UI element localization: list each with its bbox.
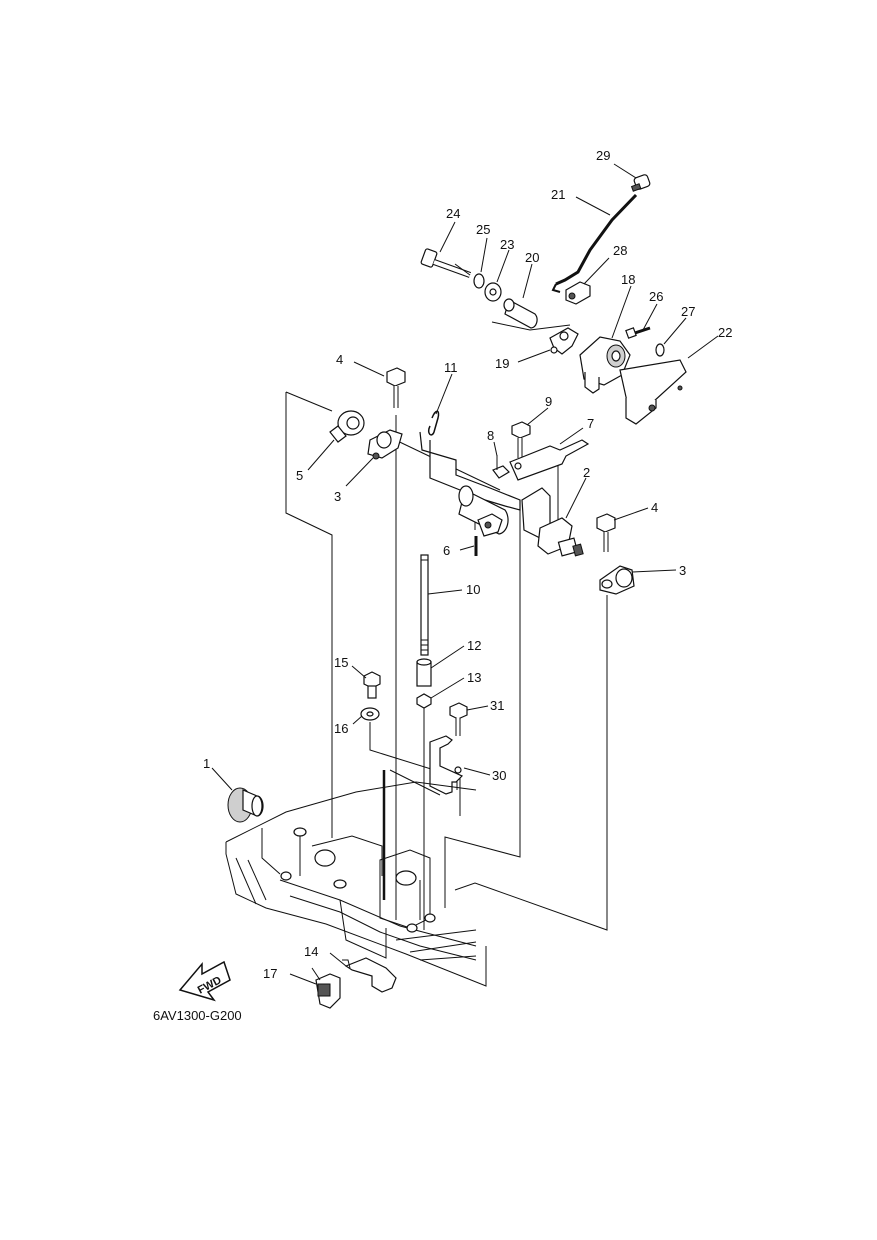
- fwd-arrow-icon: FWD: [178, 960, 231, 1002]
- part-10-stud: [420, 554, 429, 656]
- part-15-bolt: [363, 671, 381, 699]
- part-label-13: 13: [467, 670, 481, 685]
- part-label-4b: 4: [651, 500, 658, 515]
- part-label-23: 23: [500, 237, 514, 252]
- part-9-screw: [511, 421, 531, 458]
- bottom-cowling: [225, 770, 487, 987]
- part-label-9: 9: [545, 394, 552, 409]
- part-label-15: 15: [334, 655, 348, 670]
- part-label-28: 28: [613, 243, 627, 258]
- part-29-cap: [630, 174, 651, 192]
- part-3-bracket-lower: [599, 565, 635, 595]
- part-label-29: 29: [596, 148, 610, 163]
- part-label-20: 20: [525, 250, 539, 265]
- part-21-shift-rod: [551, 193, 638, 293]
- part-26-screw: [625, 326, 651, 339]
- part-27-washer: [655, 343, 665, 357]
- part-24-bolt: [420, 248, 472, 278]
- assembly-guide-lines: [285, 321, 608, 931]
- part-20-bushing: [503, 298, 538, 329]
- part-label-21: 21: [551, 187, 565, 202]
- part-shift-shaft: [419, 431, 521, 537]
- part-label-16: 16: [334, 721, 348, 736]
- part-18-22-bracket: [579, 336, 687, 425]
- part-label-3b: 3: [679, 563, 686, 578]
- part-label-14: 14: [304, 944, 318, 959]
- part-label-26: 26: [649, 289, 663, 304]
- part-23-washer: [484, 282, 502, 302]
- part-label-30: 30: [492, 768, 506, 783]
- leader-17-target: [311, 967, 321, 981]
- part-4-bolt-lower: [596, 513, 616, 552]
- part-label-25: 25: [476, 222, 490, 237]
- part-16-washer: [360, 707, 380, 721]
- part-label-8: 8: [487, 428, 494, 443]
- part-label-18: 18: [621, 272, 635, 287]
- leader-lines: [211, 163, 719, 985]
- part-label-4a: 4: [336, 352, 343, 367]
- part-7-plate: [509, 439, 590, 481]
- part-31-screw: [449, 702, 468, 736]
- part-label-3a: 3: [334, 489, 341, 504]
- diagram-code: 6AV1300-G200: [153, 1008, 242, 1023]
- parts-drawings: [225, 174, 687, 1009]
- part-11-pin: [427, 410, 440, 436]
- part-8-clip: [492, 455, 510, 479]
- part-label-12: 12: [467, 638, 481, 653]
- part-3-bracket-upper: [367, 429, 403, 460]
- part-2-lever: [521, 487, 584, 557]
- part-28-clip: [565, 281, 591, 305]
- part-30-bracket: [429, 735, 464, 795]
- part-label-17: 17: [263, 966, 277, 981]
- part-13-nut: [416, 693, 432, 709]
- part-19-lever: [549, 327, 579, 355]
- part-25-washer: [473, 273, 485, 289]
- part-5-grommet: [329, 410, 365, 443]
- part-label-22: 22: [718, 325, 732, 340]
- part-label-10: 10: [466, 582, 480, 597]
- part-14-clip: [342, 957, 397, 993]
- part-label-31: 31: [490, 698, 504, 713]
- part-number-labels: 29 21 24 25 23 20 28 18 26 27 22 19 4 11…: [203, 148, 732, 981]
- part-label-27: 27: [681, 304, 695, 319]
- part-label-6: 6: [443, 543, 450, 558]
- part-4-bolt-upper: [386, 367, 406, 408]
- part-label-2: 2: [583, 465, 590, 480]
- part-label-7: 7: [587, 416, 594, 431]
- part-label-19: 19: [495, 356, 509, 371]
- part-17-clip: [315, 973, 341, 1009]
- part-label-1: 1: [203, 756, 210, 771]
- part-12-collar: [416, 658, 432, 687]
- part-label-5: 5: [296, 468, 303, 483]
- part-label-24: 24: [446, 206, 460, 221]
- part-1-grommet: [227, 787, 264, 823]
- part-label-11: 11: [444, 360, 458, 375]
